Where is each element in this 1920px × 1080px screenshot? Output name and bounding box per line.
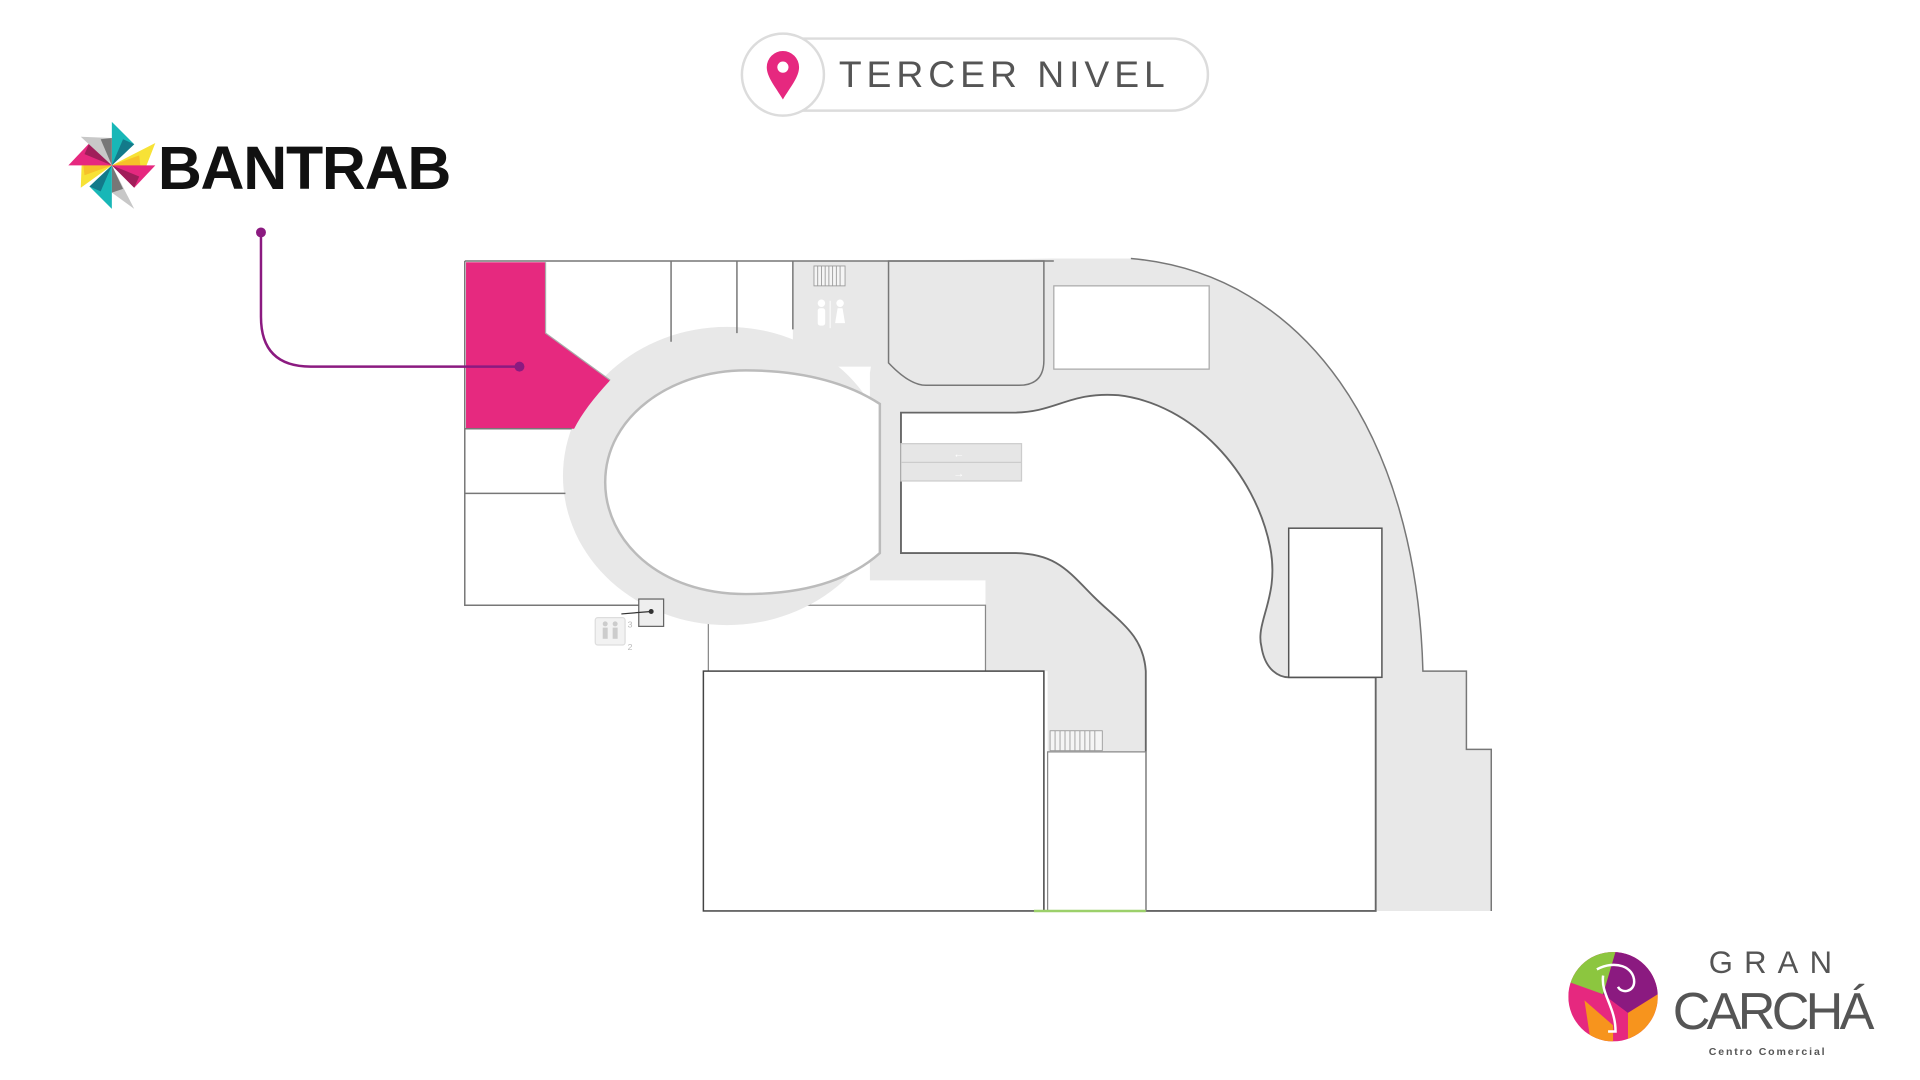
store-location-dot xyxy=(514,361,525,372)
stairs-icon xyxy=(813,265,1103,752)
store-unit xyxy=(1046,751,1147,912)
logo-figure-icon xyxy=(1596,963,1636,1033)
map-pin-icon xyxy=(766,50,800,100)
bantrab-store[interactable] xyxy=(466,262,611,429)
elevator-floor-lower: 2 xyxy=(628,642,633,652)
bantrab-logo: BANTRAB xyxy=(68,121,451,209)
store-connector-line xyxy=(256,227,525,372)
restroom-icon xyxy=(817,299,846,329)
anchor-store xyxy=(702,670,1045,912)
store-name: BANTRAB xyxy=(158,134,450,202)
elevator-floor-upper: 3 xyxy=(628,620,633,630)
level-title: TERCER NIVEL xyxy=(839,53,1170,95)
floor-plan: ← → 3 2 xyxy=(464,257,1493,913)
store-unit xyxy=(887,260,1045,387)
level-header: TERCER NIVEL xyxy=(740,32,1210,117)
mall-subtitle: Centro Comercial xyxy=(1709,1046,1827,1058)
elevator-icon: 3 2 xyxy=(594,617,633,652)
escalator-icon: ← → xyxy=(900,443,1023,482)
central-void xyxy=(603,369,882,596)
mall-name-top: GRAN xyxy=(1709,945,1843,980)
atrium-void xyxy=(900,393,1377,912)
connector-start-dot xyxy=(256,227,266,238)
escalator-arrow-right: → xyxy=(953,468,964,480)
kiosk-unit xyxy=(1287,527,1383,679)
gran-carcha-logo: GRAN CARCHÁ Centro Comercial xyxy=(1568,945,1878,1058)
mall-name-main: CARCHÁ xyxy=(1673,983,1875,1041)
escalator-arrow-left: ← xyxy=(953,448,964,460)
pinwheel-icon xyxy=(68,121,156,209)
store-unit xyxy=(1053,285,1210,370)
